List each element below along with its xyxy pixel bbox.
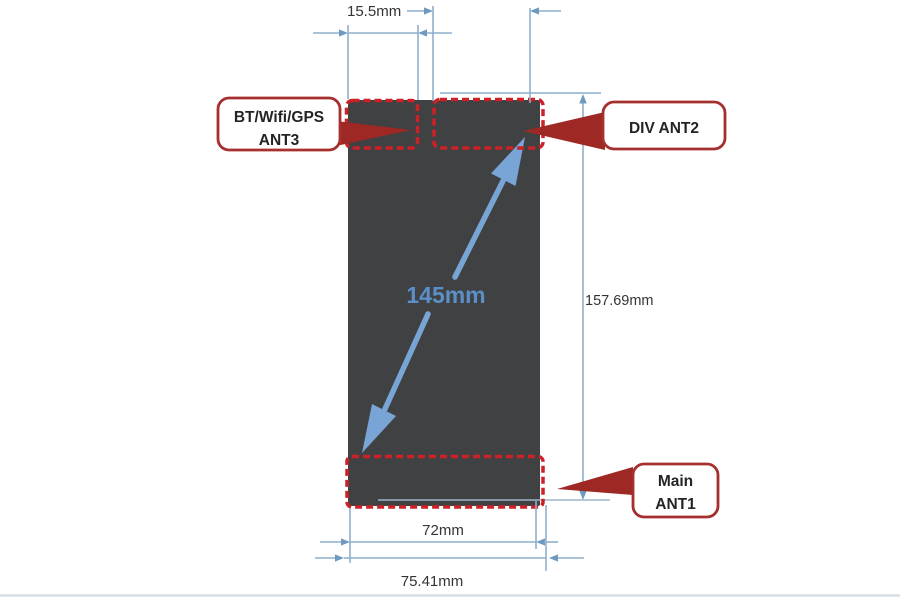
leader-arrow-ant2 [523, 112, 605, 150]
callout-ant3-label-line2: ANT3 [259, 132, 300, 149]
callout-ant1-label-line1: Main [658, 473, 693, 490]
diagonal-arrow-shaft-lower [382, 311, 431, 412]
dim-label-top-offset: 15.5mm [347, 3, 401, 20]
dim-label-body-width: 75.41mm [401, 573, 464, 590]
callout-ant2-box [601, 100, 727, 151]
dim-arrow-outer-left [335, 554, 344, 562]
dim-arrow-ant3-left [339, 29, 348, 37]
callout-ant2-label: DIV ANT2 [629, 120, 699, 137]
diagonal-arrow-head-top [491, 137, 525, 186]
dim-label-body-height: 157.69mm [585, 293, 654, 309]
dim-arrow-top-right [530, 7, 539, 15]
dim-arrow-height-bottom [579, 490, 587, 500]
dim-arrow-outer-right [549, 554, 558, 562]
callout-ant1-label-line2: ANT1 [655, 496, 696, 513]
dim-arrow-top-left [424, 7, 433, 15]
dim-arrow-height-top [579, 94, 587, 104]
diagonal-arrow-head-bottom [362, 404, 396, 453]
dim-arrow-ant3-right [418, 29, 427, 37]
dim-label-inner-width: 72mm [422, 522, 464, 539]
callout-ant3-box [216, 96, 342, 152]
leader-arrow-ant3 [336, 121, 411, 146]
diagonal-arrow-shaft-upper [452, 178, 506, 280]
dim-arrow-inner-right [536, 538, 545, 546]
dim-arrow-inner-left [341, 538, 350, 546]
dim-label-diagonal: 145mm [406, 282, 485, 308]
antenna-region-ant1 [345, 454, 545, 509]
callout-ant3-label-line1: BT/Wifi/GPS [234, 109, 324, 126]
antenna-region-ant2 [432, 97, 545, 150]
leader-arrow-ant1 [557, 467, 633, 495]
callout-ant1-box [631, 462, 720, 519]
